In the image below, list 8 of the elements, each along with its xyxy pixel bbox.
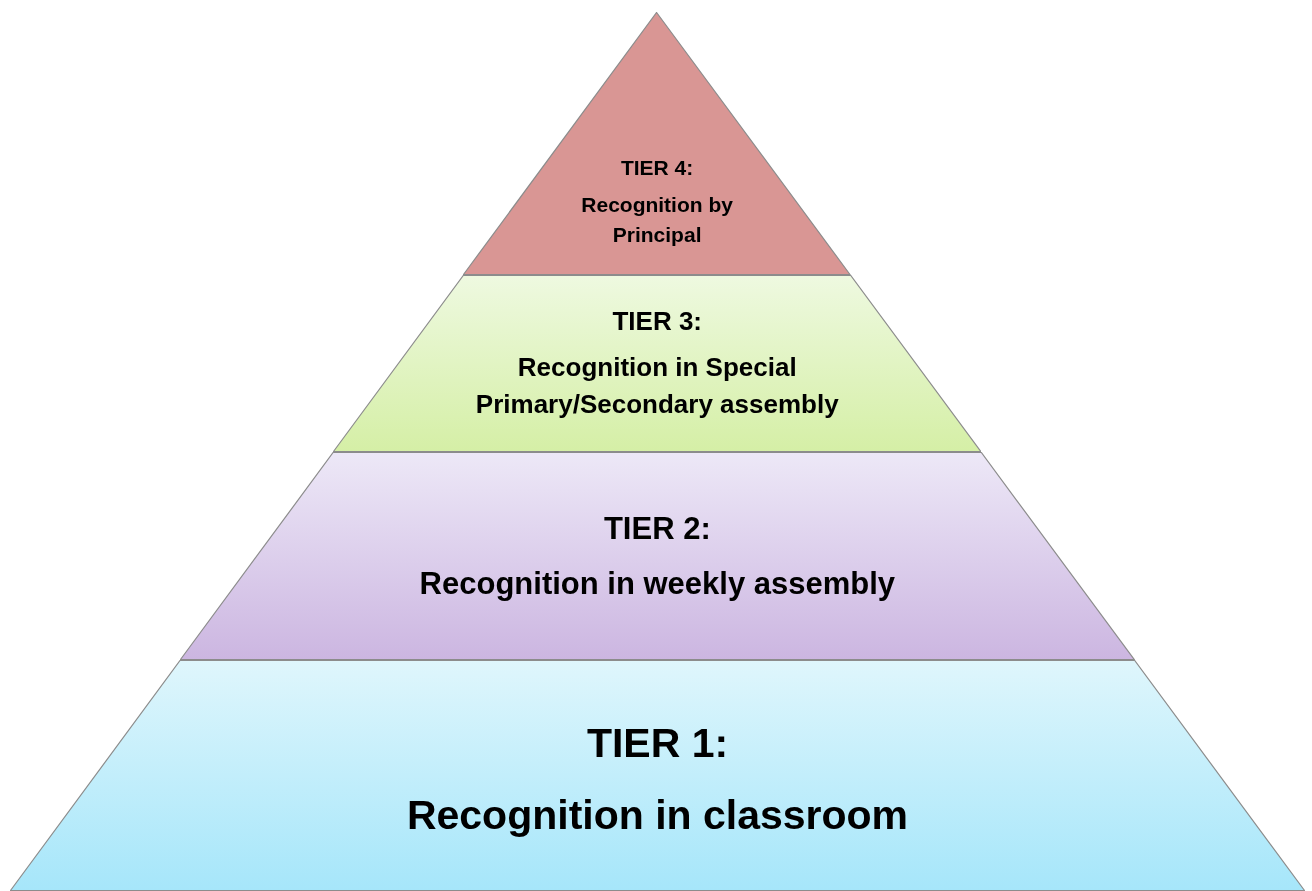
tier-heading: TIER 2:	[603, 510, 711, 549]
tier-description: Recognition in weekly assembly	[419, 564, 896, 603]
tier-heading: TIER 3:	[612, 305, 702, 339]
tier-description: Recognition by Principal	[580, 191, 734, 249]
tier-description: Recognition in Special Primary/Secondary assembly	[474, 350, 840, 422]
tier-heading: TIER 4:	[620, 155, 694, 182]
tier-description: Recognition in classroom	[406, 791, 909, 841]
tier-heading: TIER 1:	[586, 719, 729, 769]
